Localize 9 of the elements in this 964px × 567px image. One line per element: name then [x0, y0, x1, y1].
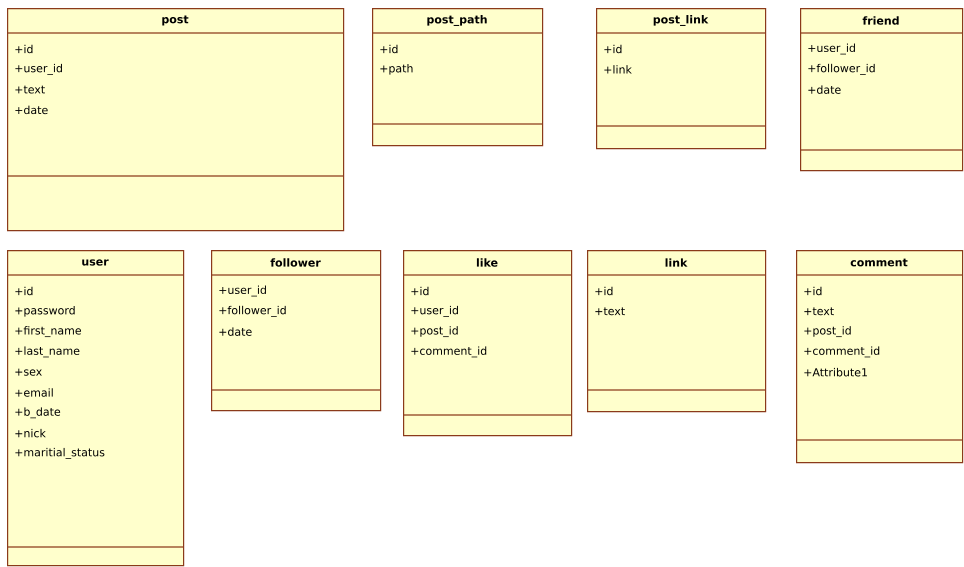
class-box: post_path +id +path — [372, 8, 544, 146]
class-box: link +id +text — [587, 250, 766, 412]
class-box: post_link +id +link — [596, 8, 766, 150]
class-box: friend +user_id +follower_id +date — [800, 8, 964, 172]
class-box: post +id +user_id +text +date — [7, 8, 344, 232]
class-box: like +id +user_id +post_id +comment_id — [403, 250, 572, 436]
class-box: follower +user_id +follower_id +date — [211, 250, 382, 412]
class-box: comment +id +text +post_id +comment_id +Attribute1 — [796, 250, 964, 464]
class-box: user +id +password +first_name +last_name +sex +email +b_date +nick +maritial_status — [7, 250, 184, 566]
